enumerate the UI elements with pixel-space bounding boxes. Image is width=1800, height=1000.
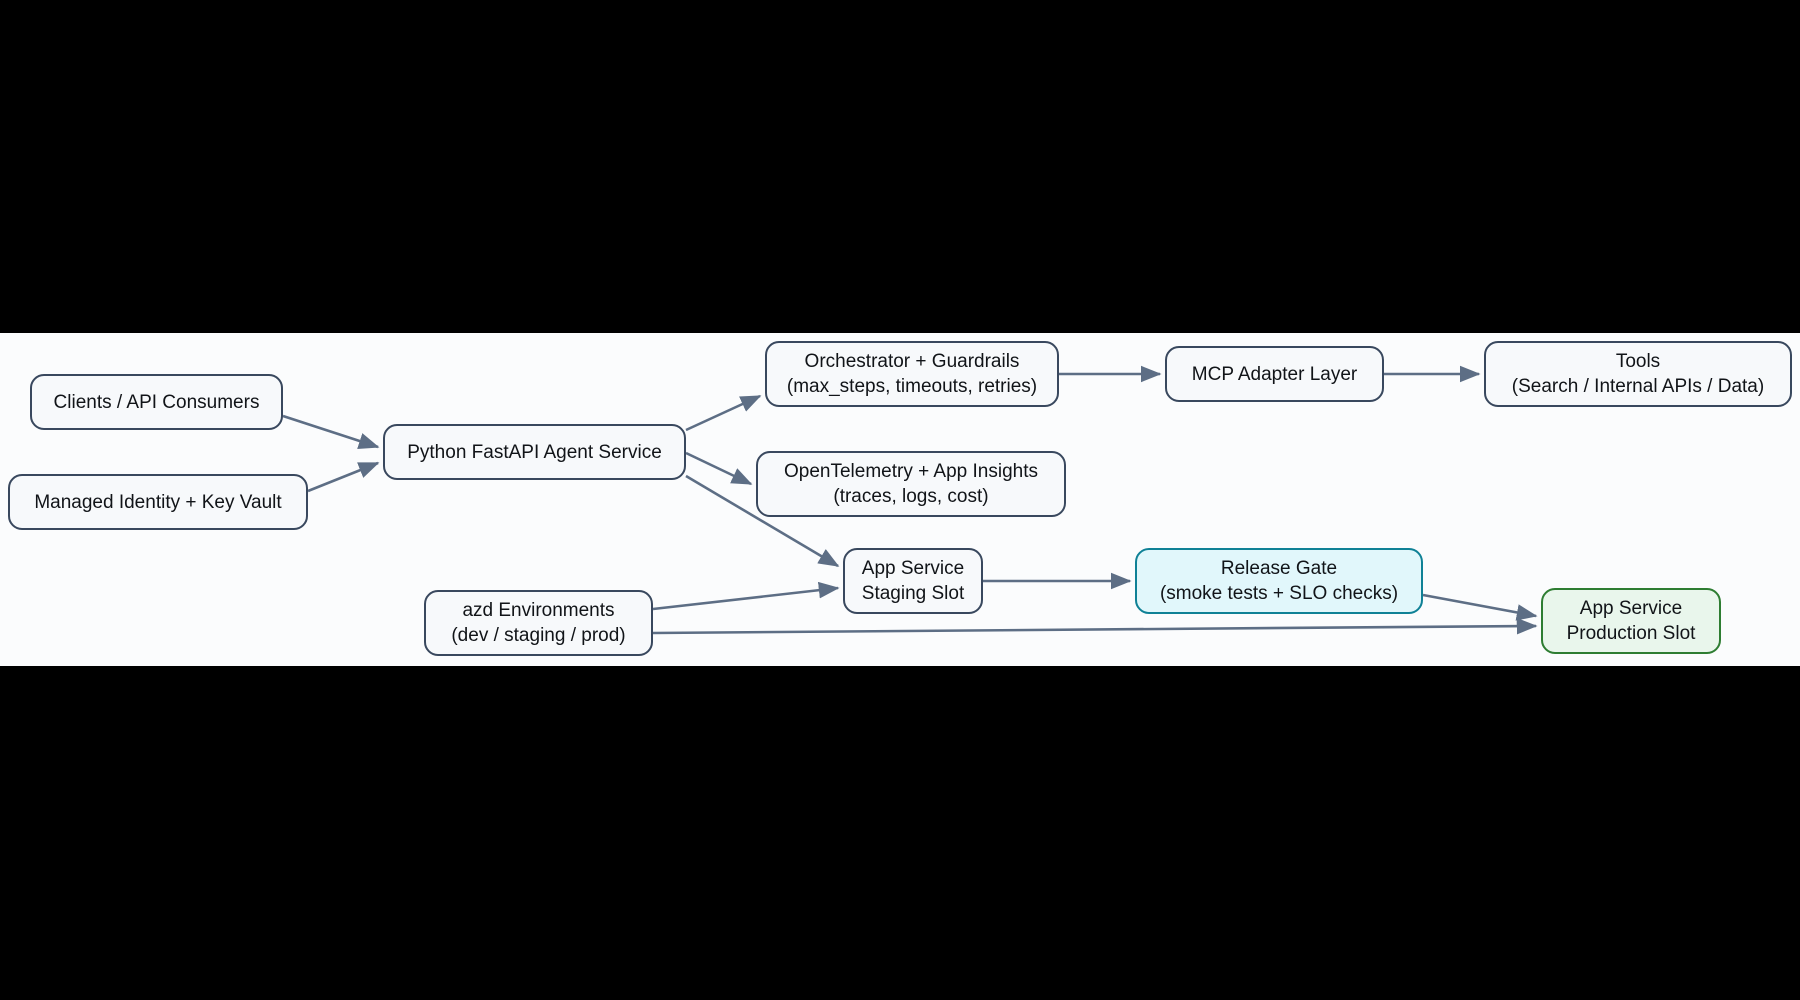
- edge-gate-to-production: [1422, 593, 1538, 621]
- node-opentelemetry-app-insights[interactable]: OpenTelemetry + App Insights (traces, lo…: [756, 451, 1066, 517]
- node-app-service-staging-slot[interactable]: App Service Staging Slot: [843, 548, 983, 614]
- node-managed-identity[interactable]: Managed Identity + Key Vault: [8, 474, 308, 530]
- edge-azd-to-production: [652, 617, 1538, 635]
- node-orchestrator-guardrails[interactable]: Orchestrator + Guardrails (max_steps, ti…: [765, 341, 1059, 407]
- node-python-fastapi-agent-service[interactable]: Python FastAPI Agent Service: [383, 424, 686, 480]
- node-release-gate[interactable]: Release Gate (smoke tests + SLO checks): [1135, 548, 1423, 614]
- edge-azd-to-staging: [652, 581, 840, 611]
- diagram-canvas: Clients / API Consumers Managed Identity…: [0, 333, 1800, 666]
- edge-agent-to-telemetry: [685, 451, 753, 486]
- node-tools[interactable]: Tools (Search / Internal APIs / Data): [1484, 341, 1792, 407]
- node-clients[interactable]: Clients / API Consumers: [30, 374, 283, 430]
- node-azd-environments[interactable]: azd Environments (dev / staging / prod): [424, 590, 653, 656]
- node-app-service-production-slot[interactable]: App Service Production Slot: [1541, 588, 1721, 654]
- edge-identity-to-agent: [307, 461, 380, 493]
- edge-agent-to-orchestrator: [685, 394, 762, 432]
- node-mcp-adapter-layer[interactable]: MCP Adapter Layer: [1165, 346, 1384, 402]
- edge-clients-to-agent: [282, 414, 380, 449]
